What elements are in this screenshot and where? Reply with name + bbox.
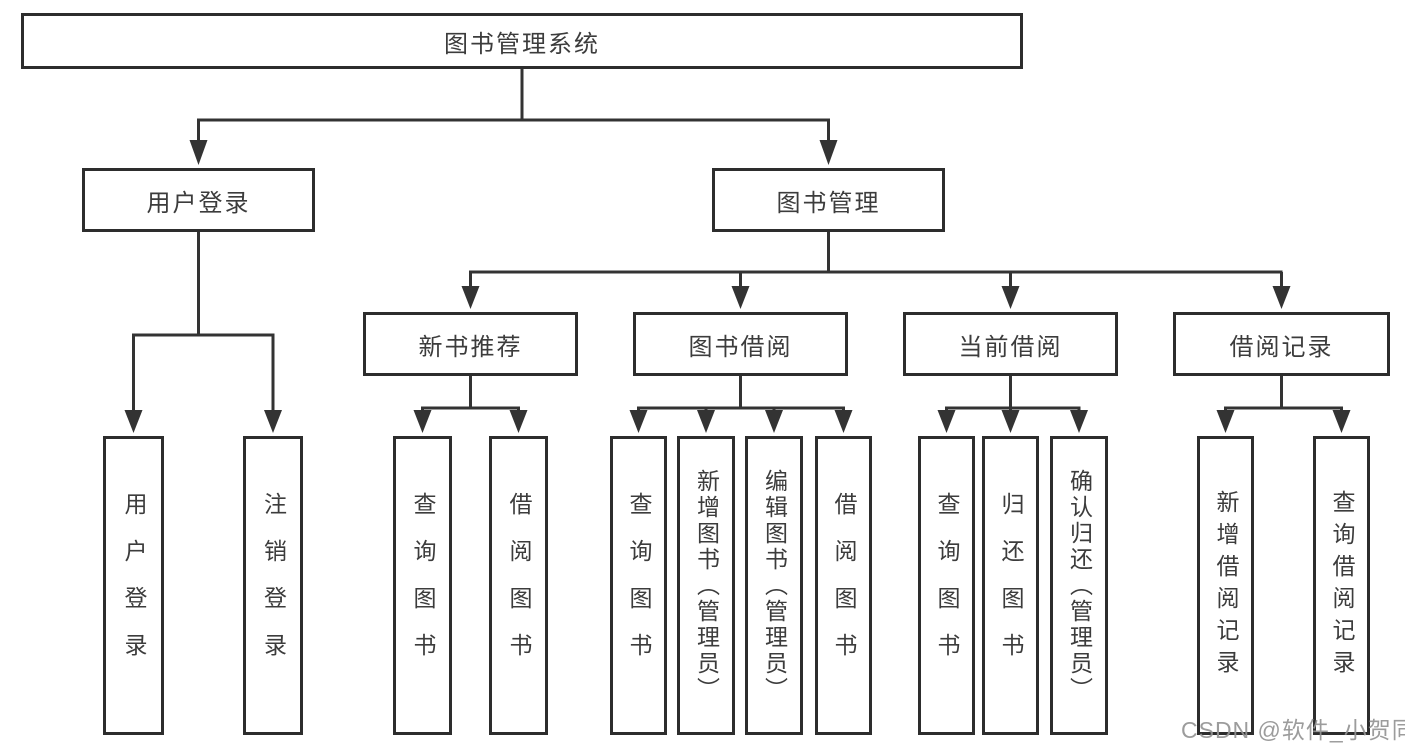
node-book-borrow-label: 图书借阅 bbox=[688, 333, 793, 361]
node-book-borrow: 图书借阅 bbox=[633, 312, 848, 376]
leaf-nb-borrow-books-label: 借阅图书 bbox=[506, 491, 532, 680]
leaf-user-login-label: 用户登录 bbox=[121, 491, 147, 680]
node-user-login-label: 用户登录 bbox=[146, 189, 251, 217]
leaf-cur-confirm-return-admin-label: 确认归还（管理员） bbox=[1066, 468, 1093, 703]
node-current-borrow-label: 当前借阅 bbox=[958, 333, 1063, 361]
arrowhead-icon bbox=[461, 286, 480, 309]
node-new-book-recommend: 新书推荐 bbox=[363, 312, 578, 376]
node-root-label: 图书管理系统 bbox=[444, 30, 600, 58]
arrowhead-icon bbox=[1070, 410, 1088, 433]
leaf-nb-query-books-label: 查询图书 bbox=[410, 491, 436, 680]
arrowhead-icon bbox=[1001, 410, 1020, 433]
arrowhead-icon bbox=[124, 410, 143, 433]
arrowhead-icon bbox=[731, 286, 750, 309]
arrowhead-icon bbox=[629, 410, 648, 433]
leaf-bw-borrow-books-label: 借阅图书 bbox=[831, 491, 857, 680]
arrowhead-icon bbox=[413, 410, 432, 433]
leaf-cur-return-book-label: 归还图书 bbox=[998, 491, 1024, 680]
leaf-nb-borrow-books: 借阅图书 bbox=[489, 436, 548, 735]
leaf-bw-query-books: 查询图书 bbox=[610, 436, 667, 735]
leaf-bw-query-books-label: 查询图书 bbox=[626, 491, 652, 680]
leaf-bw-edit-book-admin: 编辑图书（管理员） bbox=[745, 436, 803, 735]
arrowhead-icon bbox=[264, 410, 282, 433]
leaf-rec-add-record: 新增借阅记录 bbox=[1197, 436, 1254, 735]
arrowhead-icon bbox=[834, 410, 853, 433]
node-book-management: 图书管理 bbox=[712, 168, 945, 232]
leaf-cur-query-books: 查询图书 bbox=[918, 436, 975, 735]
node-new-book-recommend-label: 新书推荐 bbox=[418, 333, 523, 361]
arrowheads bbox=[124, 140, 1351, 433]
arrowhead-icon bbox=[1216, 410, 1235, 433]
node-user-login: 用户登录 bbox=[82, 168, 315, 232]
leaf-nb-query-books: 查询图书 bbox=[393, 436, 452, 735]
arrowhead-icon bbox=[1332, 410, 1351, 433]
leaf-bw-add-book-admin: 新增图书（管理员） bbox=[677, 436, 735, 735]
leaf-bw-add-book-admin-label: 新增图书（管理员） bbox=[693, 468, 720, 703]
arrowhead-icon bbox=[509, 410, 528, 433]
leaf-rec-query-record-label: 查询借阅记录 bbox=[1329, 489, 1355, 682]
node-borrow-records: 借阅记录 bbox=[1173, 312, 1390, 376]
node-borrow-records-label: 借阅记录 bbox=[1229, 333, 1334, 361]
node-root: 图书管理系统 bbox=[21, 13, 1023, 69]
arrowhead-icon bbox=[1272, 286, 1291, 309]
leaf-cur-confirm-return-admin: 确认归还（管理员） bbox=[1050, 436, 1108, 735]
arrowhead-icon bbox=[819, 140, 838, 165]
arrowhead-icon bbox=[697, 410, 715, 433]
arrowhead-icon bbox=[1001, 286, 1020, 309]
arrowhead-icon bbox=[937, 410, 956, 433]
leaf-logout: 注销登录 bbox=[243, 436, 303, 735]
leaf-rec-add-record-label: 新增借阅记录 bbox=[1213, 489, 1239, 682]
leaf-rec-query-record: 查询借阅记录 bbox=[1313, 436, 1370, 735]
leaf-cur-return-book: 归还图书 bbox=[982, 436, 1039, 735]
arrowhead-icon bbox=[765, 410, 783, 433]
leaf-bw-borrow-books: 借阅图书 bbox=[815, 436, 872, 735]
arrowhead-icon bbox=[189, 140, 208, 165]
leaf-bw-edit-book-admin-label: 编辑图书（管理员） bbox=[761, 468, 788, 703]
csdn-watermark: CSDN @软件_小贺同学 bbox=[1181, 717, 1405, 743]
leaf-user-login: 用户登录 bbox=[103, 436, 164, 735]
leaf-cur-query-books-label: 查询图书 bbox=[934, 491, 960, 680]
leaf-logout-label: 注销登录 bbox=[260, 491, 287, 680]
node-book-management-label: 图书管理 bbox=[776, 189, 881, 217]
node-current-borrow: 当前借阅 bbox=[903, 312, 1118, 376]
